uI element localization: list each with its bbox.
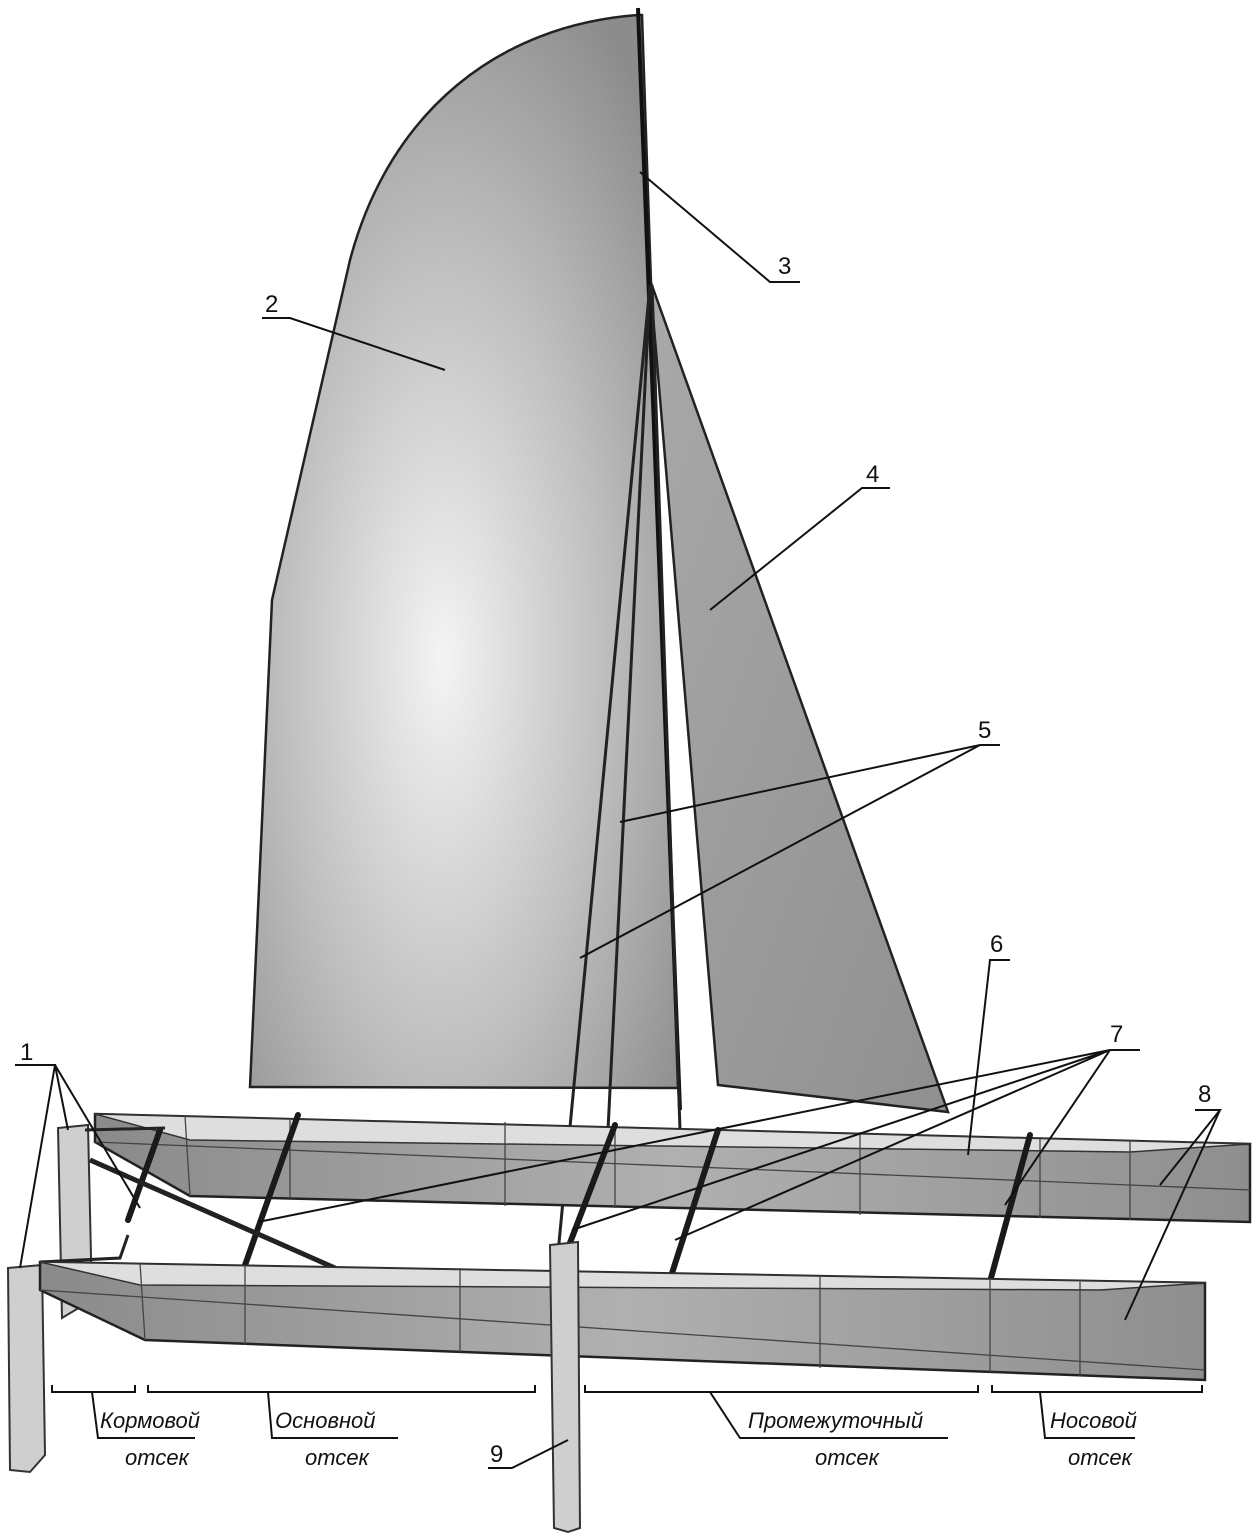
compartment-main: Основной отсек — [147, 1385, 536, 1470]
callout-4: 4 — [709, 461, 890, 611]
callout-3-label: 3 — [778, 253, 791, 280]
shroud — [606, 284, 652, 1131]
callout-2: 2 — [262, 291, 446, 371]
hull-near-deck — [39, 1261, 1206, 1291]
compartment-stern-label: Кормовой — [100, 1408, 200, 1433]
forestay — [650, 284, 682, 1131]
callout-8-label: 8 — [1198, 1081, 1211, 1108]
callout-5: 5 — [579, 717, 1000, 959]
callout-6: 6 — [967, 931, 1010, 1156]
callout-7-label: 7 — [1110, 1021, 1123, 1048]
callout-9-label: 9 — [490, 1441, 503, 1468]
compartment-intermediate: Промежуточный отсек — [584, 1385, 979, 1470]
compartment-main-label: Основной — [275, 1408, 376, 1433]
mainsail — [248, 13, 680, 1090]
compartment-main-sublabel: отсек — [305, 1445, 371, 1470]
rudder-lower — [6, 1263, 47, 1474]
compartment-intermediate-sublabel: отсек — [815, 1445, 881, 1470]
compartment-stern-sublabel: отсек — [125, 1445, 191, 1470]
callout-8: 8 — [1124, 1081, 1223, 1321]
callout-9: 9 — [488, 1439, 569, 1469]
daggerboard — [548, 1240, 582, 1534]
callout-7: 7 — [257, 1021, 1140, 1241]
callout-4-label: 4 — [866, 461, 879, 488]
callout-1-label: 1 — [20, 1039, 33, 1066]
jib — [648, 279, 950, 1114]
compartment-bow: Носовой отсек — [991, 1385, 1203, 1470]
shroud — [553, 284, 652, 1286]
compartment-stern: Кормовой отсек — [51, 1385, 200, 1470]
callout-3: 3 — [639, 171, 800, 283]
compartment-bow-label: Носовой — [1050, 1408, 1137, 1433]
callout-6-label: 6 — [990, 931, 1003, 958]
callout-1: 1 — [15, 1039, 141, 1269]
compartment-intermediate-label: Промежуточный — [748, 1408, 923, 1433]
callout-2-label: 2 — [265, 291, 278, 318]
callout-5-label: 5 — [978, 717, 991, 744]
compartment-bow-sublabel: отсек — [1068, 1445, 1134, 1470]
